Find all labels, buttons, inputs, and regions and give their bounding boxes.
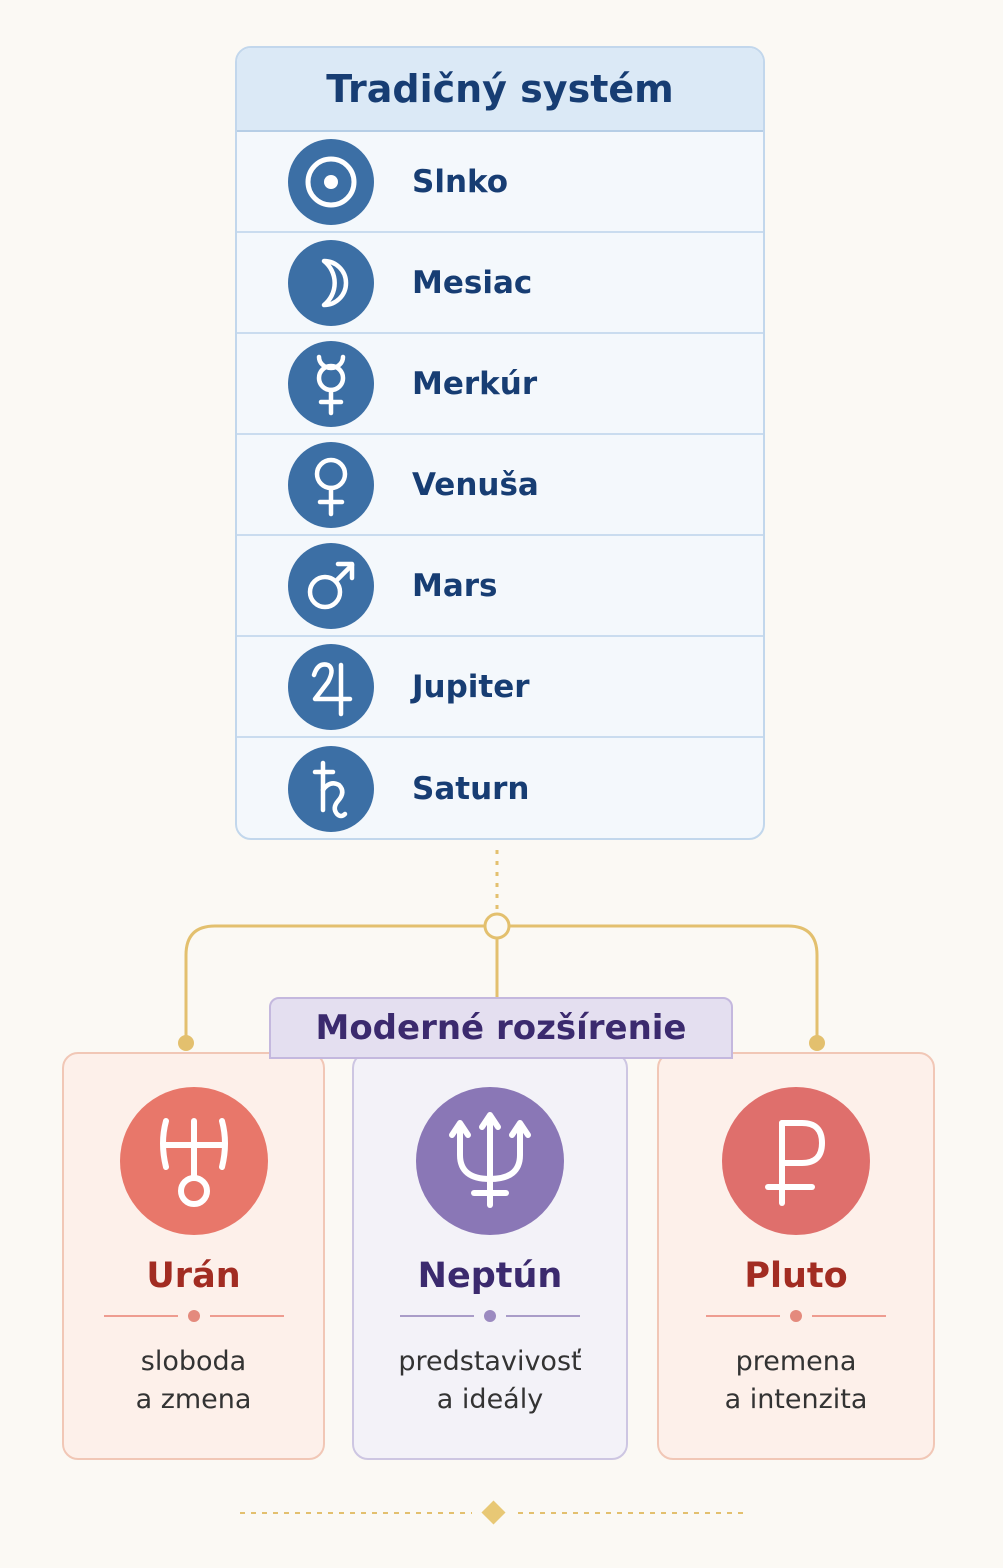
card-separator	[706, 1307, 886, 1325]
description-line-1: premena	[735, 1346, 857, 1377]
planet-name-pluto: Pluto	[744, 1256, 848, 1296]
neptune-symbol-icon	[416, 1087, 564, 1235]
modern-extension-title: Moderné rozšírenie	[269, 997, 733, 1059]
planet-row-saturn: Saturn	[237, 738, 763, 838]
jupiter-symbol-icon	[288, 643, 374, 730]
planet-row-mercury: Merkúr	[237, 334, 763, 435]
planet-name-uranus: Urán	[146, 1256, 241, 1296]
description-line-1: sloboda	[140, 1346, 247, 1377]
card-separator	[103, 1307, 284, 1325]
planet-label-mars: Mars	[412, 567, 498, 604]
planet-label-jupiter: Jupiter	[412, 668, 530, 705]
planet-row-venus: Venuša	[237, 435, 763, 536]
venus-symbol-icon	[288, 441, 374, 528]
planet-row-mars: Mars	[237, 536, 763, 637]
sun-symbol-icon	[288, 138, 374, 225]
planet-row-jupiter: Jupiter	[237, 637, 763, 738]
card-separator	[400, 1307, 580, 1325]
planet-description-uranus: sloboda a zmena	[64, 1343, 323, 1419]
planet-label-saturn: Saturn	[412, 770, 530, 807]
planet-row-sun: Slnko	[237, 132, 763, 233]
moon-symbol-icon	[288, 239, 374, 326]
mercury-symbol-icon	[288, 340, 374, 427]
planet-label-venus: Venuša	[412, 466, 539, 503]
planet-description-pluto: premena a intenzita	[659, 1343, 933, 1419]
planet-label-sun: Slnko	[412, 163, 509, 200]
planet-card-uranus: Urán sloboda a zmena	[62, 1052, 325, 1460]
description-line-1: predstavivosť	[398, 1346, 582, 1377]
description-line-2: a intenzita	[724, 1384, 868, 1415]
uranus-symbol-icon	[119, 1087, 268, 1235]
planet-row-moon: Mesiac	[237, 233, 763, 334]
planet-name-neptune: Neptún	[417, 1256, 563, 1296]
planet-card-pluto: Pluto premena a intenzita	[657, 1052, 935, 1460]
description-line-2: a ideály	[436, 1384, 544, 1415]
planet-description-neptune: predstavivosť a ideály	[354, 1343, 626, 1419]
pluto-symbol-icon	[722, 1087, 870, 1235]
saturn-symbol-icon	[288, 745, 374, 832]
mars-symbol-icon	[288, 542, 374, 629]
planet-card-neptune: Neptún predstavivosť a ideály	[352, 1052, 628, 1460]
planet-label-moon: Mesiac	[412, 264, 533, 301]
planet-label-mercury: Merkúr	[412, 365, 538, 402]
description-line-2: a zmena	[135, 1384, 252, 1415]
traditional-system-title: Tradičný systém	[237, 48, 763, 132]
traditional-system-panel: Tradičný systém Slnko Mesiac Merkúr	[235, 46, 765, 840]
